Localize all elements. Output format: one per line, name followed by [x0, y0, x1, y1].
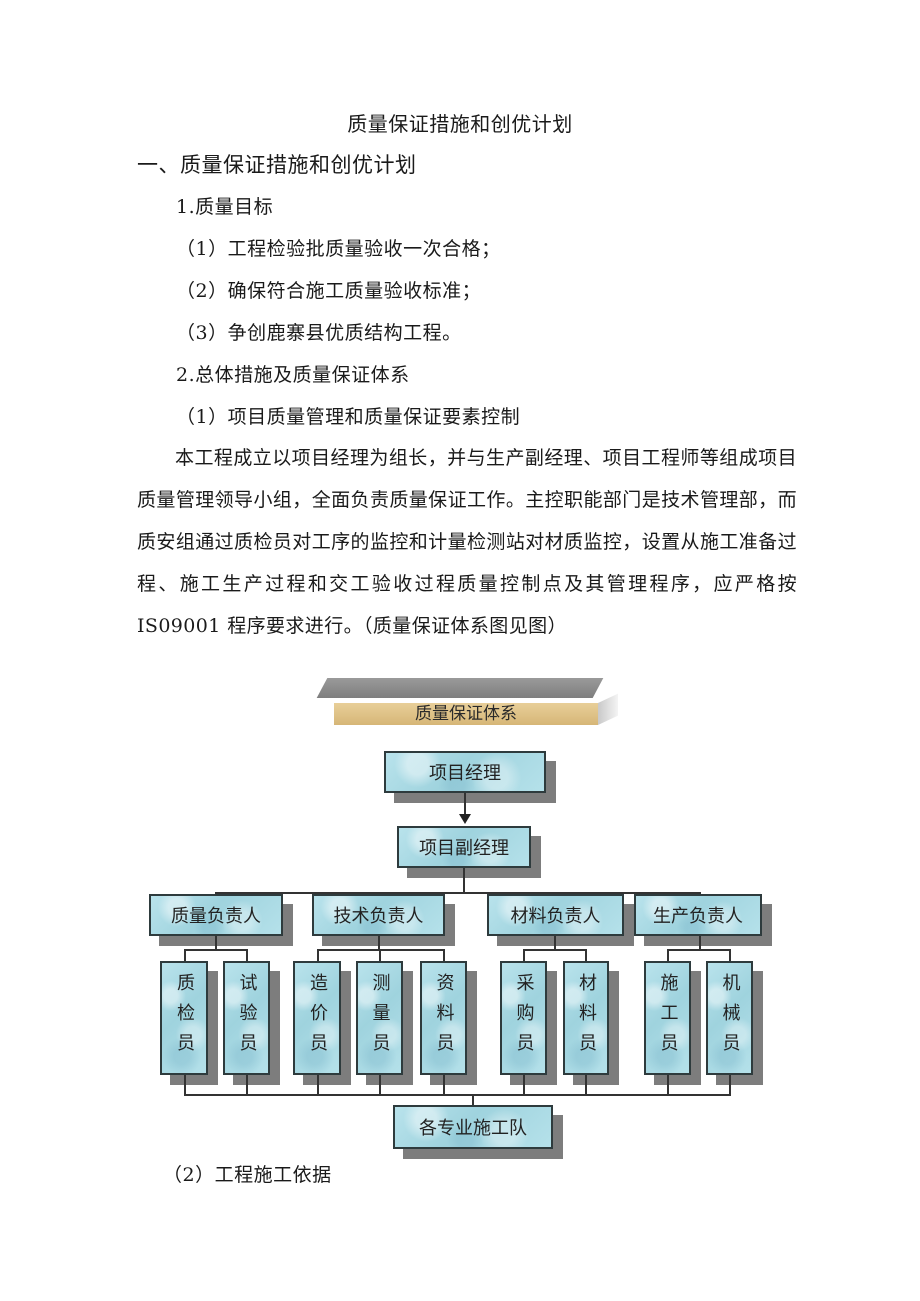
node-tester: 试验员: [223, 961, 270, 1075]
node-deputy-manager: 项目副经理: [397, 826, 531, 868]
document-title: 质量保证措施和创优计划: [347, 112, 573, 136]
connector-line: [523, 949, 586, 951]
goal-item-3: （3）争创鹿寨县优质结构工程。: [176, 322, 462, 344]
connector-line: [523, 1075, 525, 1095]
connector-line: [464, 793, 466, 815]
connector-line: [667, 949, 730, 951]
node-materials-lead: 材料负责人: [487, 894, 624, 936]
node-surveyor: 测量员: [356, 961, 403, 1075]
connector-line: [667, 949, 669, 961]
connector-line: [585, 1075, 587, 1095]
node-materials-clerk: 材料员: [563, 961, 609, 1075]
node-quality-inspector: 质检员: [160, 961, 208, 1075]
connector-line: [184, 949, 186, 961]
section-heading: 一、质量保证措施和创优计划: [137, 153, 417, 177]
connector-line: [379, 949, 381, 961]
connector-line: [463, 868, 465, 893]
banner-tail: [598, 693, 618, 725]
node-document-clerk: 资料员: [420, 961, 467, 1075]
connector-line: [443, 1075, 445, 1095]
connector-line: [729, 949, 731, 961]
node-specialty-teams: 各专业施工队: [393, 1105, 553, 1149]
subsection-quality-goals: 1.质量目标: [176, 196, 274, 218]
connector-line: [729, 1075, 731, 1095]
connector-line: [523, 949, 525, 961]
body-paragraph: 本工程成立以项目经理为组长，并与生产副经理、项目工程师等组成项目质量管理领导小组…: [137, 447, 797, 637]
item-project-quality-control: （1）项目质量管理和质量保证要素控制: [176, 406, 521, 428]
diagram-banner-title: 质量保证体系: [334, 703, 598, 725]
node-quality-lead: 质量负责人: [149, 894, 283, 936]
connector-line: [554, 936, 556, 950]
goal-item-2: （2）确保符合施工质量验收标准；: [176, 280, 482, 302]
connector-line: [667, 1075, 669, 1095]
arrow-down-icon: [459, 814, 471, 824]
node-purchaser: 采购员: [500, 961, 547, 1075]
connector-line: [443, 949, 445, 961]
connector-line: [184, 1094, 731, 1096]
connector-line: [184, 1075, 186, 1095]
connector-line: [184, 949, 247, 951]
node-technical-lead: 技术负责人: [312, 894, 445, 936]
banner-top-bar: [316, 678, 604, 698]
node-construction-worker: 施工员: [644, 961, 691, 1075]
connector-line: [215, 892, 701, 894]
node-production-lead: 生产负责人: [634, 894, 762, 936]
node-cost-estimator: 造价员: [293, 961, 341, 1075]
goal-item-1: （1）工程检验批质量验收一次合格；: [176, 238, 501, 260]
connector-line: [317, 1075, 319, 1095]
connector-line: [246, 949, 248, 961]
node-machinery-operator: 机械员: [706, 961, 753, 1075]
connector-line: [472, 1094, 474, 1105]
connector-line: [215, 936, 217, 950]
node-project-manager: 项目经理: [384, 751, 546, 793]
connector-line: [246, 1075, 248, 1095]
connector-line: [585, 949, 587, 961]
connector-line: [379, 1075, 381, 1095]
subsection-overall-measures: 2.总体措施及质量保证体系: [176, 364, 410, 386]
connector-line: [699, 936, 701, 950]
connector-line: [378, 936, 380, 950]
item-construction-basis: （2）工程施工依据: [163, 1164, 332, 1186]
connector-line: [317, 949, 319, 961]
